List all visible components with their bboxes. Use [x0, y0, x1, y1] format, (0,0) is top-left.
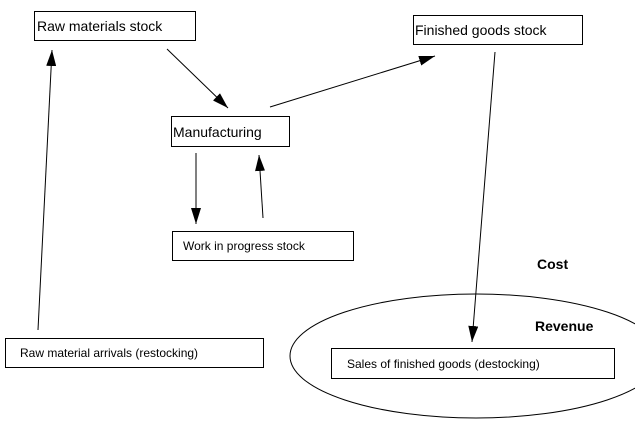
- finished-goods-stock-label: Finished goods stock: [415, 22, 547, 38]
- raw-material-arrivals-box: Raw material arrivals (restocking): [5, 338, 264, 368]
- work-in-progress-stock-box: Work in progress stock: [172, 231, 354, 261]
- revenue-label: Revenue: [535, 318, 594, 334]
- arrow-finished-to-sales: [468, 51, 496, 343]
- raw-material-arrivals-label: Raw material arrivals (restocking): [20, 346, 199, 360]
- work-in-progress-stock-label: Work in progress stock: [183, 239, 305, 253]
- arrow-raw-to-manufacturing: [166, 48, 229, 109]
- raw-materials-stock-box: Raw materials stock: [34, 11, 196, 41]
- cost-label: Cost: [537, 256, 569, 272]
- arrow-wip-to-manufacturing: [255, 154, 266, 219]
- finished-goods-stock-box: Finished goods stock: [413, 15, 583, 45]
- sales-of-finished-goods-box: Sales of finished goods (destocking): [331, 348, 615, 379]
- raw-materials-stock-label: Raw materials stock: [37, 18, 163, 34]
- manufacturing-label: Manufacturing: [173, 123, 262, 140]
- arrow-arrivals-to-raw: [37, 49, 57, 331]
- sales-of-finished-goods-label: Sales of finished goods (destocking): [347, 356, 540, 371]
- arrow-manufacturing-to-finished: [269, 55, 436, 108]
- manufacturing-box: Manufacturing: [171, 116, 290, 147]
